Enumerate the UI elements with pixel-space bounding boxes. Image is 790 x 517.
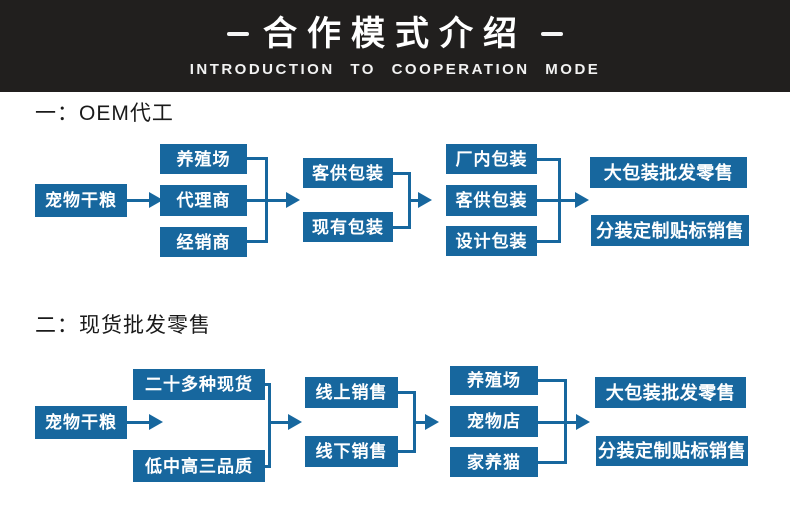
s1-arrow-right-icon	[418, 192, 432, 208]
s2-customer-node: 宠物店	[450, 406, 538, 437]
s1-connector-line	[537, 199, 576, 202]
s1-arrow-right-icon	[149, 192, 163, 208]
title-dash-left-icon	[227, 32, 249, 37]
s2-arrow-right-icon	[425, 414, 439, 430]
s1-connector-line	[247, 199, 287, 202]
section1-label: 一：OEM代工	[35, 102, 174, 125]
s2-outcome-node: 大包装批发零售	[595, 377, 746, 408]
s1-connector-line	[537, 240, 561, 243]
page-title: 合作模式介绍	[263, 15, 527, 53]
s1-connector-line	[537, 158, 561, 161]
s2-connector-line	[538, 421, 577, 424]
s2-customer-node: 养殖场	[450, 366, 538, 395]
s1-packaging-option-node: 现有包装	[303, 212, 393, 242]
s2-arrow-right-icon	[576, 414, 590, 430]
s1-packaging-type-node: 设计包装	[446, 226, 537, 256]
s1-channel-node: 养殖场	[160, 144, 247, 174]
s2-connector-line	[268, 383, 271, 468]
s1-connector-line	[393, 226, 411, 229]
s2-product-node: 低中高三品质	[133, 450, 265, 482]
s1-connector-line	[247, 157, 268, 160]
title-dash-right-icon	[541, 32, 563, 37]
s1-channel-node: 代理商	[160, 185, 247, 216]
s1-connector-line	[393, 172, 411, 175]
s1-packaging-type-node: 客供包装	[446, 185, 537, 216]
page-subtitle: INTRODUCTION TO COOPERATION MODE	[189, 61, 601, 79]
s1-packaging-option-node: 客供包装	[303, 158, 393, 188]
s2-connector-line	[398, 450, 416, 453]
s2-sales-channel-node: 线上销售	[305, 377, 398, 408]
title-row: 合作模式介绍	[227, 16, 563, 53]
s1-channel-node: 经销商	[160, 227, 247, 257]
s2-outcome-node: 分装定制贴标销售	[596, 436, 748, 466]
s2-connector-line	[398, 391, 416, 394]
s2-arrow-right-icon	[288, 414, 302, 430]
s2-connector-line	[538, 379, 567, 382]
s1-source-node: 宠物干粮	[35, 184, 127, 217]
header-banner: 合作模式介绍 INTRODUCTION TO COOPERATION MODE	[0, 0, 790, 92]
s1-connector-line	[127, 199, 150, 202]
s2-customer-node: 家养猫	[450, 447, 538, 477]
s2-source-node: 宠物干粮	[35, 406, 127, 439]
s2-connector-line	[538, 461, 567, 464]
s2-sales-channel-node: 线下销售	[305, 436, 398, 467]
s1-outcome-node: 分装定制贴标销售	[591, 215, 749, 246]
s2-product-node: 二十多种现货	[133, 369, 265, 400]
s2-connector-line	[268, 421, 289, 424]
s1-arrow-right-icon	[286, 192, 300, 208]
s1-outcome-node: 大包装批发零售	[590, 157, 747, 188]
s2-connector-line	[413, 421, 426, 424]
s1-packaging-type-node: 厂内包装	[446, 144, 537, 174]
s1-connector-line	[408, 199, 419, 202]
s2-arrow-right-icon	[149, 414, 163, 430]
s2-connector-line	[127, 421, 150, 424]
s1-arrow-right-icon	[575, 192, 589, 208]
section2-label: 二：现货批发零售	[35, 314, 211, 337]
s1-connector-line	[247, 240, 268, 243]
